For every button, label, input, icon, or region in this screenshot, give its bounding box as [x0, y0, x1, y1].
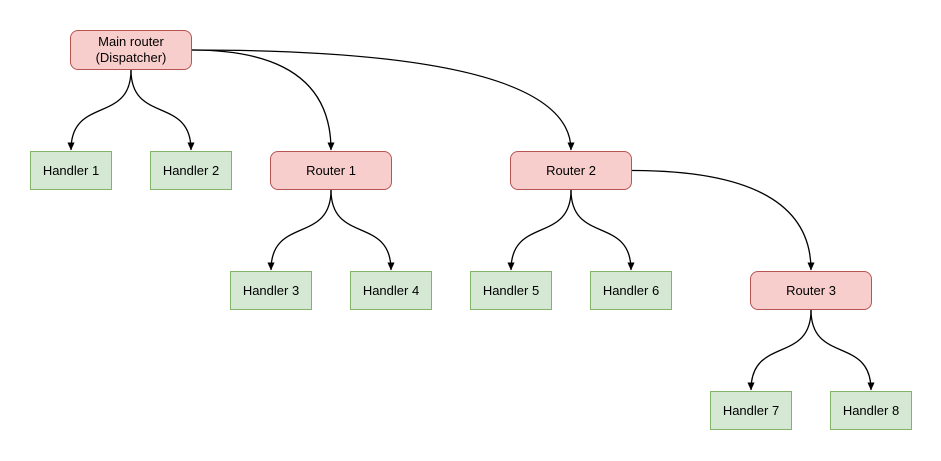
node-label: Router 3 [786, 282, 836, 298]
edge-r1-h3 [267, 189, 332, 271]
node-r3: Router 3 [750, 271, 872, 310]
edge-r2-h5 [507, 189, 572, 271]
node-h8: Handler 8 [830, 391, 912, 430]
node-r2: Router 2 [510, 151, 632, 190]
node-label: Handler 1 [42, 162, 100, 178]
node-label: Router 1 [306, 162, 356, 178]
edge-r2-h6 [570, 189, 635, 271]
edges-group [67, 49, 875, 391]
node-label: Handler 6 [602, 282, 660, 298]
node-main: Main router (Dispatcher) [70, 30, 192, 70]
edge-r3-h8 [810, 309, 875, 391]
edge-r2-r3 [631, 169, 815, 271]
node-label: Main router (Dispatcher) [95, 34, 167, 65]
edge-main-r1 [191, 49, 335, 151]
node-h7: Handler 7 [710, 391, 792, 430]
node-label: Handler 5 [482, 282, 540, 298]
node-h6: Handler 6 [590, 271, 672, 310]
edge-main-h1 [67, 69, 132, 151]
edge-main-h2 [130, 69, 195, 151]
node-r1: Router 1 [270, 151, 392, 190]
node-h5: Handler 5 [470, 271, 552, 310]
node-label: Handler 3 [242, 282, 300, 298]
edge-r3-h7 [747, 309, 812, 391]
node-label: Handler 2 [162, 162, 220, 178]
node-h3: Handler 3 [230, 271, 312, 310]
edge-r1-h4 [330, 189, 395, 271]
node-label: Router 2 [546, 162, 596, 178]
node-h4: Handler 4 [350, 271, 432, 310]
edge-main-r2 [191, 49, 575, 151]
node-h1: Handler 1 [30, 151, 112, 190]
node-label: Handler 8 [842, 402, 900, 418]
node-h2: Handler 2 [150, 151, 232, 190]
node-label: Handler 7 [722, 402, 780, 418]
node-label: Handler 4 [362, 282, 420, 298]
